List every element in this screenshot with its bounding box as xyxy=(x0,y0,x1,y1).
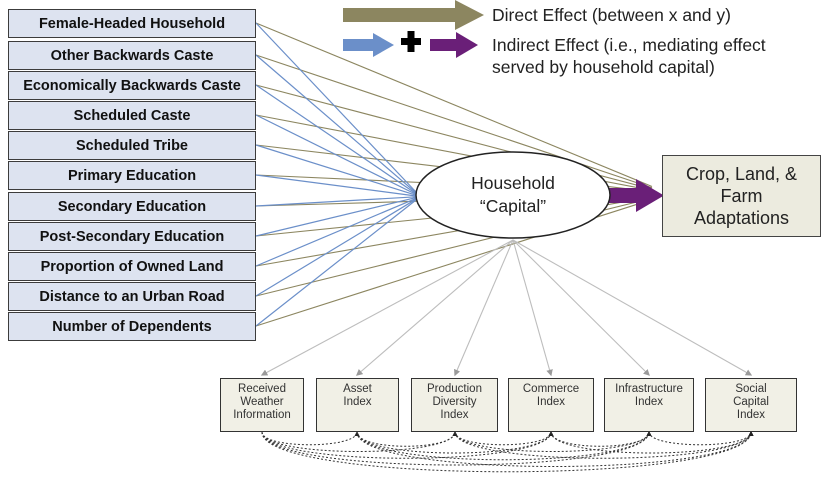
predictor-label: Scheduled Tribe xyxy=(76,137,188,154)
correlation-arc xyxy=(454,431,554,446)
indicator-infrastructure-index: Infrastructure Index xyxy=(604,378,694,432)
correlation-arc xyxy=(550,431,754,454)
indirect-effect-line xyxy=(255,198,417,297)
predictor-label: Distance to an Urban Road xyxy=(39,288,225,305)
legend-direct-label: Direct Effect (between x and y) xyxy=(492,5,731,25)
correlation-arc xyxy=(550,431,652,447)
predictor-proportion-owned-land: Proportion of Owned Land xyxy=(8,252,256,281)
indirect-effect-line xyxy=(255,22,417,193)
correlation-arc xyxy=(356,431,652,461)
predictor-secondary-education: Secondary Education xyxy=(8,192,256,221)
indirect-effect-line xyxy=(255,197,417,267)
mediator-label-line1: Household xyxy=(471,173,555,193)
predictor-number-of-dependents: Number of Dependents xyxy=(8,312,256,341)
direct-effect-line xyxy=(255,22,653,188)
indirect-effect-line xyxy=(255,196,417,207)
indicator-production-diversity-index: Production Diversity Index xyxy=(411,378,498,432)
indirect-effect-line xyxy=(255,197,417,237)
correlation-arc xyxy=(454,431,652,452)
predictor-label: Primary Education xyxy=(67,167,197,184)
correlation-arc xyxy=(261,431,458,452)
predictor-other-backwards-caste: Other Backwards Caste xyxy=(8,41,256,70)
indirect-effect-line xyxy=(255,199,417,327)
legend-indirect-blue-arrow xyxy=(343,33,394,57)
predictor-label: Other Backwards Caste xyxy=(50,47,214,64)
correlation-arc xyxy=(648,431,754,446)
indicator-label: Commerce Index xyxy=(522,383,580,408)
legend-direct-arrow xyxy=(343,0,484,30)
mediator-label-line2: “Capital” xyxy=(479,196,547,216)
correlation-arc xyxy=(261,431,754,473)
predictor-scheduled-caste: Scheduled Caste xyxy=(8,101,256,130)
mediator-label: Household “Capital” xyxy=(417,172,609,218)
indicator-label: Production Diversity Index xyxy=(427,383,482,421)
predictor-scheduled-tribe: Scheduled Tribe xyxy=(8,131,256,160)
indirect-effect-line xyxy=(255,84,417,195)
indicator-label: Asset Index xyxy=(343,383,372,408)
loading-line xyxy=(454,239,514,377)
direct-effect-line xyxy=(255,54,653,189)
mediator-ellipse xyxy=(415,151,611,239)
predictor-label: Secondary Education xyxy=(57,198,207,215)
legend-indirect-purple-arrow xyxy=(430,32,478,58)
loading-line xyxy=(512,239,753,376)
legend-indirect-label-line1: Indirect Effect (i.e., mediating effect xyxy=(492,35,766,55)
loading-line xyxy=(356,239,514,376)
mediator-to-outcome-arrow xyxy=(606,179,664,212)
loading-line xyxy=(512,239,553,377)
indicator-social-capital-index: Social Capital Index xyxy=(705,378,797,432)
loading-line xyxy=(260,239,514,376)
indicator-label: Social Capital Index xyxy=(733,383,769,421)
legend-indirect-label-line2: served by household capital) xyxy=(492,57,715,77)
outcome-label: Crop, Land, & Farm Adaptations xyxy=(685,164,798,228)
legend-plus-icon xyxy=(401,31,421,52)
loading-line xyxy=(512,239,650,376)
predictor-label: Proportion of Owned Land xyxy=(40,258,224,275)
predictor-label: Scheduled Caste xyxy=(73,107,191,124)
correlation-arc xyxy=(261,431,652,466)
indirect-effect-line xyxy=(255,114,417,195)
outcome-box: Crop, Land, & Farm Adaptations xyxy=(662,155,821,237)
correlation-arc xyxy=(261,431,360,446)
predictor-female-headed-household: Female-Headed Household xyxy=(8,9,256,38)
correlation-arc xyxy=(356,431,754,467)
predictor-primary-education: Primary Education xyxy=(8,161,256,190)
predictor-label: Female-Headed Household xyxy=(38,15,226,32)
indirect-effect-line xyxy=(255,174,417,197)
predictor-economically-backwards-caste: Economically Backwards Caste xyxy=(8,71,256,100)
predictor-label: Post-Secondary Education xyxy=(39,228,225,245)
predictor-post-secondary-education: Post-Secondary Education xyxy=(8,222,256,251)
correlation-arc xyxy=(356,431,458,447)
predictor-label: Economically Backwards Caste xyxy=(23,77,241,94)
correlation-arc xyxy=(454,431,754,459)
predictor-distance-urban-road: Distance to an Urban Road xyxy=(8,282,256,311)
indicator-label: Received Weather Information xyxy=(233,383,291,421)
indicator-weather-information: Received Weather Information xyxy=(220,378,304,432)
indirect-effect-line xyxy=(255,144,417,196)
correlation-arc xyxy=(356,431,554,454)
indicator-asset-index: Asset Index xyxy=(316,378,399,432)
indicator-commerce-index: Commerce Index xyxy=(508,378,594,432)
indirect-effect-line xyxy=(255,54,417,194)
predictor-label: Number of Dependents xyxy=(52,318,212,335)
indicator-label: Infrastructure Index xyxy=(615,383,683,408)
